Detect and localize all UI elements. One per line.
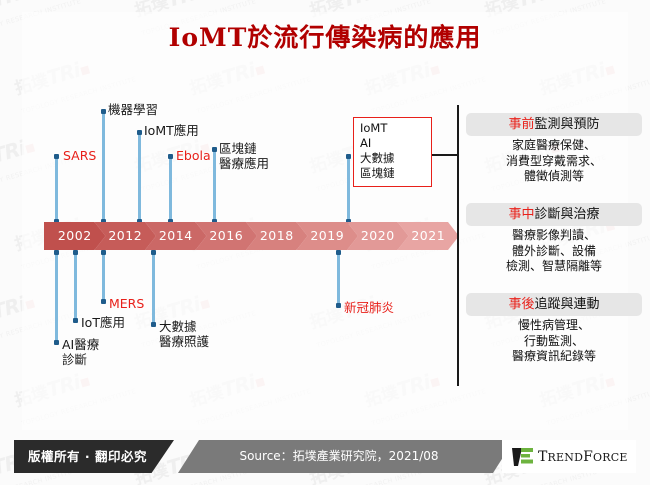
panel-after-body: 慢性病管理、 行動監測、 醫療資訊紀錄等 [511, 318, 596, 363]
event-line-ebola [168, 154, 173, 224]
event-line-ai-medical-diagnosis [54, 250, 59, 345]
brand-f: F [583, 448, 594, 465]
event-label-iot-application: IoT應用 [81, 315, 125, 330]
event-label-ai-medical-diagnosis: AI醫療 診斷 [62, 337, 100, 367]
event-label-iomt-application: IoMT應用 [144, 123, 199, 138]
event-line-covid19 [336, 250, 341, 308]
timeline-year-2012[interactable]: 2012 [95, 222, 157, 250]
timeline-year-2019[interactable]: 2019 [297, 222, 359, 250]
panel-after-header: 事後追蹤與連動 [466, 293, 642, 316]
event-line-sars [54, 154, 59, 224]
brand-logo: TRENDFORCE [502, 440, 636, 473]
panel-during-header: 事中診斷與治療 [466, 203, 642, 226]
event-line-covid-marker [346, 154, 351, 224]
trendforce-mark-icon [512, 447, 533, 466]
event-line-bigdata-healthcare [151, 250, 156, 327]
brand-rend: REND [547, 450, 584, 464]
brand-orce: ORCE [593, 450, 628, 464]
footer-bar: 版權所有 · 翻印必究 Source：拓墣產業研究院，2021/08 TREND… [14, 440, 636, 473]
event-label-machine-learning: 機器學習 [108, 102, 159, 117]
event-label-mers: MERS [109, 296, 145, 311]
panel-before: 事前監測與預防 家庭醫療保健、 消費型穿戴需求、 體徵偵測等 [466, 113, 642, 185]
event-label-covid19: 新冠肺炎 [344, 300, 395, 315]
timeline-year-2002[interactable]: 2002 [44, 222, 106, 250]
event-label-bigdata-healthcare: 大數據 醫療照護 [159, 319, 210, 349]
panel-during-header-rest: 診斷與治療 [534, 207, 600, 222]
event-line-iomt-application [137, 130, 142, 224]
panel-after-header-rest: 追蹤與連動 [534, 297, 600, 312]
brand-wordmark: TRENDFORCE [538, 449, 628, 465]
iomt-summary-box: IoMT AI 大數據 區塊鏈 [353, 117, 432, 187]
event-line-mers [101, 250, 106, 304]
panel-after-header-highlight: 事後 [508, 297, 535, 312]
panel-during-header-highlight: 事中 [508, 207, 535, 222]
source-banner: Source：拓墣產業研究院，2021/08 [178, 440, 514, 473]
box-to-spine-connector [419, 154, 458, 156]
panel-before-body: 家庭醫療保健、 消費型穿戴需求、 體徵偵測等 [505, 138, 602, 183]
timeline-year-2014[interactable]: 2014 [145, 222, 207, 250]
event-line-machine-learning [101, 109, 106, 224]
event-line-blockchain [212, 147, 217, 224]
event-line-iot-application [73, 250, 78, 323]
panel-after: 事後追蹤與連動 慢性病管理、 行動監測、 醫療資訊紀錄等 [466, 293, 642, 365]
panel-during: 事中診斷與治療 醫療影像判讀、 體外診斷、設備 檢測、智慧隔離等 [466, 203, 642, 275]
copyright-text: 版權所有 · 翻印必究 [28, 449, 147, 464]
source-text: Source：拓墣產業研究院，2021/08 [239, 449, 439, 463]
panel-before-header-highlight: 事前 [508, 117, 535, 132]
panel-before-header: 事前監測與預防 [466, 113, 642, 136]
event-label-ebola: Ebola [176, 148, 211, 163]
copyright-banner: 版權所有 · 翻印必究 [14, 440, 174, 473]
brand-t: T [538, 448, 548, 465]
panel-spine-line [457, 105, 459, 386]
panel-before-header-rest: 監測與預防 [534, 117, 600, 132]
event-label-blockchain: 區塊鏈 醫療應用 [219, 141, 270, 171]
panel-during-body: 醫療影像判讀、 體外診斷、設備 檢測、智慧隔離等 [505, 228, 602, 273]
event-label-sars: SARS [63, 148, 97, 163]
page-title: IoMT於流行傳染病的應用 [168, 23, 482, 52]
